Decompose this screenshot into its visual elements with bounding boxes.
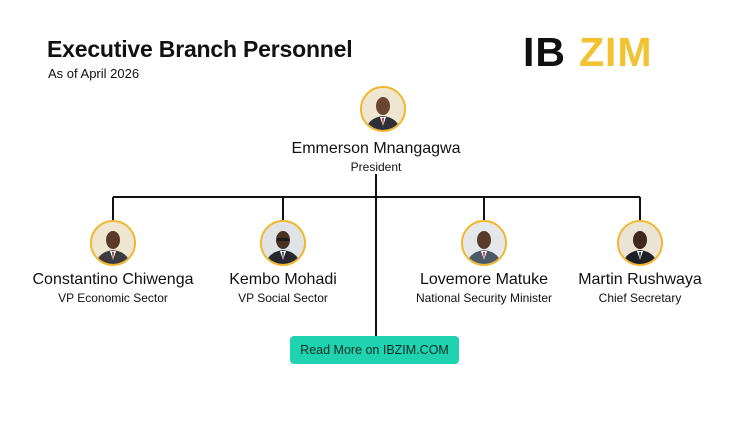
person-photo-icon — [92, 222, 134, 264]
avatar-rushwaya — [617, 220, 663, 266]
svg-text:IB: IB — [523, 33, 566, 71]
member-role: VP Social Sector — [238, 291, 328, 305]
person-photo-icon — [362, 88, 404, 130]
member-name: Constantino Chiwenga — [32, 271, 194, 288]
avatar-president — [360, 86, 406, 132]
svg-text:ZIM: ZIM — [579, 33, 653, 71]
member-role: National Security Minister — [415, 291, 553, 305]
person-photo-icon — [619, 222, 661, 264]
member-name: Kembo Mohadi — [229, 271, 337, 288]
head-role: President — [350, 160, 402, 174]
person-photo-icon — [262, 222, 304, 264]
read-more-button[interactable]: Read More on IBZIM.COM — [290, 336, 459, 364]
page-title: Executive Branch Personnel — [47, 36, 353, 62]
avatar-chiwenga — [90, 220, 136, 266]
page-subtitle: As of April 2026 — [48, 66, 140, 81]
head-name: Emmerson Mnangagwa — [291, 140, 461, 157]
member-role: VP Economic Sector — [58, 291, 168, 305]
avatar-matuke — [461, 220, 507, 266]
member-name: Lovemore Matuke — [419, 271, 549, 288]
member-name: Martin Rushwaya — [578, 271, 702, 288]
ibzim-logo: IB ZIM — [523, 33, 653, 71]
person-photo-icon — [463, 222, 505, 264]
avatar-mohadi — [260, 220, 306, 266]
member-role: Chief Secretary — [598, 291, 682, 305]
